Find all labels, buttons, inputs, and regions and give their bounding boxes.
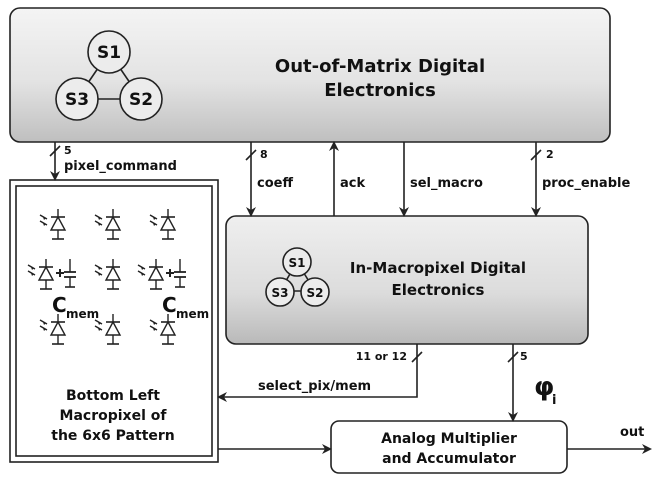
macropixel-caption-line3: the 6x6 Pattern [51, 428, 175, 444]
svg-text:8: 8 [260, 148, 268, 161]
photodiode-icon [39, 209, 67, 240]
select-pix-mem-label: select_pix/mem [258, 379, 371, 394]
sel-macro-bus: sel_macro [399, 142, 483, 217]
in-macropixel-block: S1 S3 S2 In-Macropixel Digital Electroni… [225, 215, 589, 345]
state-machine-icon: S1 S3 S2 [55, 30, 163, 121]
coeff-label: coeff [257, 176, 293, 191]
proc-enable-bus: 2 proc_enable [530, 142, 630, 217]
out-of-matrix-block: S1 S3 S2 Out-of-Matrix Digital Electroni… [9, 7, 611, 143]
macropixel-caption-line1: Bottom Left [66, 388, 160, 404]
photodiode-icon [94, 314, 122, 345]
output-wire: out [567, 425, 652, 454]
select-pix-mem-bus: 11 or 12 select_pix/mem [217, 344, 423, 402]
macropixel-caption-line2: Macropixel of [60, 408, 168, 424]
pixel-command-bus: 5 pixel_command [49, 142, 177, 181]
multiplier-label-line2: and Accumulator [382, 451, 516, 467]
cmem-label-left: C mem [52, 293, 99, 321]
state-machine-icon-small: S1 S3 S2 [265, 247, 330, 307]
state-s3-label: S3 [65, 90, 89, 110]
in-macropixel-title-line2: Electronics [392, 281, 485, 299]
photodiode-icon [94, 209, 122, 240]
pixel-command-label: pixel_command [64, 159, 177, 174]
out-label: out [620, 425, 644, 440]
capacitor-icon [166, 259, 186, 288]
ack-label: ack [340, 176, 365, 191]
state-s1-label: S1 [97, 43, 121, 63]
svg-text:11 or 12: 11 or 12 [356, 350, 407, 363]
capacitor-icon [56, 259, 76, 288]
cmem-label-right: C mem [162, 293, 209, 321]
out-of-matrix-title-line1: Out-of-Matrix Digital [275, 56, 485, 77]
photodiode-grid [27, 209, 186, 345]
out-of-matrix-title-line2: Electronics [324, 80, 436, 101]
mini-state-s3-label: S3 [272, 286, 289, 300]
macropixel-block: C mem C mem Bottom Left Macropixel of th… [9, 179, 219, 463]
svg-text:C: C [52, 293, 67, 317]
photodiode-icon [149, 209, 177, 240]
svg-text:mem: mem [66, 307, 99, 321]
svg-text:2: 2 [546, 148, 554, 161]
svg-text:mem: mem [176, 307, 209, 321]
coeff-bus: 8 coeff [245, 142, 293, 217]
photodiode-icon [94, 259, 122, 290]
mini-state-s1-label: S1 [289, 256, 306, 270]
proc-enable-label: proc_enable [542, 176, 630, 191]
photodiode-icon [137, 259, 165, 290]
svg-text:5: 5 [64, 144, 72, 157]
photodiode-icon [149, 314, 177, 345]
photodiode-icon [27, 259, 55, 290]
phi-subscript: i [552, 393, 556, 408]
mini-state-s2-label: S2 [307, 286, 324, 300]
state-s2-label: S2 [129, 90, 153, 110]
ack-bus: ack [329, 141, 365, 216]
in-macropixel-title-line1: In-Macropixel Digital [350, 259, 526, 277]
phi-bus: 5 φ i [507, 344, 556, 422]
photodiode-icon [39, 314, 67, 345]
sel-macro-label: sel_macro [410, 176, 483, 191]
phi-label: φ [534, 372, 554, 402]
svg-text:5: 5 [520, 350, 528, 363]
svg-text:C: C [162, 293, 177, 317]
multiplier-block: Analog Multiplier and Accumulator [330, 420, 568, 474]
multiplier-label-line1: Analog Multiplier [381, 431, 517, 447]
